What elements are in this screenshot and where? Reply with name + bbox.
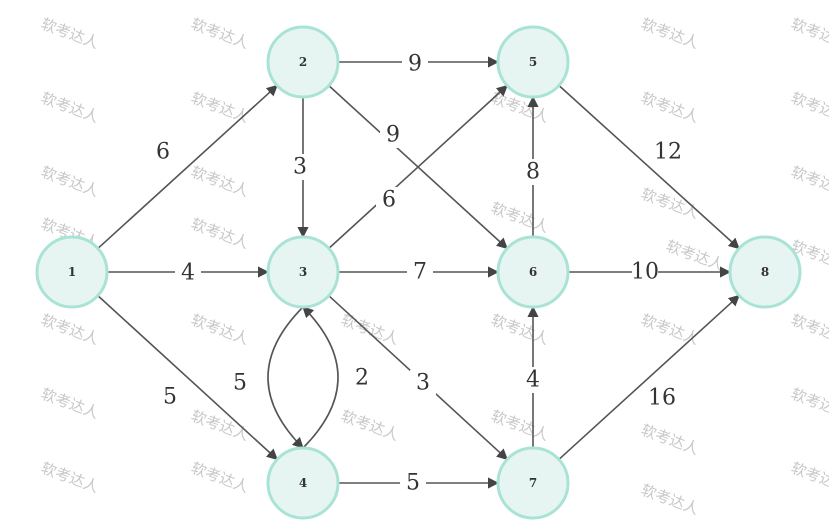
watermark-text: 软考达人 (789, 459, 829, 496)
watermark-text: 软考达人 (189, 89, 252, 126)
weight-background (380, 122, 406, 148)
weight-background (402, 51, 428, 77)
weight-background (157, 384, 183, 410)
watermark-text: 软考达人 (189, 15, 252, 52)
watermark-text: 软考达人 (189, 459, 252, 496)
node-circle (266, 25, 340, 99)
edge-7-8 (558, 294, 740, 461)
watermark-text: 软考达人 (339, 311, 402, 348)
node-6: 6 (496, 235, 570, 309)
edge-1-4 (97, 295, 278, 461)
node-label: 5 (529, 55, 537, 69)
edge-weight-2-3: 3 (293, 155, 307, 180)
edge-weight-1-4: 5 (163, 385, 177, 410)
edge-weight-3-6: 7 (413, 260, 427, 285)
weight-background (175, 260, 201, 286)
edge-weight-1-2: 6 (156, 140, 170, 165)
edge-weight-5-8: 12 (654, 140, 682, 165)
node-circle (266, 235, 340, 309)
watermark-text: 软考达人 (189, 215, 252, 252)
watermark-text: 软考达人 (639, 185, 702, 222)
node-label: 4 (299, 476, 307, 490)
edge-weight-2-6: 9 (386, 123, 400, 148)
edge-weight-2-5: 9 (408, 52, 422, 77)
weight-background (632, 259, 658, 285)
weight-background (287, 154, 313, 180)
weight-background (227, 370, 253, 396)
weight-background (410, 370, 436, 396)
watermark-text: 软考达人 (639, 15, 702, 52)
node-circle (496, 235, 570, 309)
node-7: 7 (496, 446, 570, 520)
weight-background (150, 139, 176, 165)
node-circle (266, 446, 340, 520)
node-label: 8 (761, 265, 769, 279)
watermark-text: 软考达人 (789, 311, 829, 348)
edge-5-8 (558, 84, 740, 250)
watermark-text: 软考达人 (789, 385, 829, 422)
watermark-layer: 软考达人软考达人软考达人软考达人软考达人软考达人软考达人软考达人软考达人软考达人… (39, 15, 829, 518)
weight-background (655, 139, 681, 165)
node-5: 5 (496, 25, 570, 99)
edge-weight-7-6: 4 (526, 368, 540, 393)
edge-3-4 (267, 306, 304, 449)
node-label: 7 (529, 476, 537, 490)
edge-weight-7-8: 16 (648, 386, 676, 411)
edge-4-3 (302, 306, 339, 449)
edge-weights: 6 4 5 9 3 9 6 7 3 5 2 5 8 10 4 12 16 (150, 51, 682, 496)
watermark-text: 软考达人 (639, 311, 702, 348)
edge-weight-6-5: 8 (526, 160, 540, 185)
weight-background (400, 470, 426, 496)
watermark-text: 软考达人 (39, 311, 102, 348)
watermark-text: 软考达人 (39, 163, 102, 200)
weight-background (649, 385, 675, 411)
watermark-text: 软考达人 (489, 311, 552, 348)
watermark-text: 软考达人 (639, 481, 702, 518)
watermark-text: 软考达人 (39, 459, 102, 496)
weight-background (520, 367, 546, 393)
watermark-text: 软考达人 (639, 89, 702, 126)
watermark-text: 软考达人 (789, 163, 829, 200)
watermark-text: 软考达人 (39, 385, 102, 422)
node-label: 6 (529, 265, 537, 279)
watermark-text: 软考达人 (639, 421, 702, 458)
watermark-text: 软考达人 (339, 407, 402, 444)
node-2: 2 (266, 25, 340, 99)
watermark-text: 软考达人 (189, 163, 252, 200)
weight-background (376, 187, 402, 213)
weight-background (349, 365, 375, 391)
node-circle (728, 235, 802, 309)
node-circle (35, 235, 109, 309)
edge-1-2 (97, 84, 278, 250)
node-3: 3 (266, 235, 340, 309)
node-4: 4 (266, 446, 340, 520)
node-label: 3 (299, 265, 307, 279)
node-1: 1 (35, 235, 109, 309)
node-label: 1 (68, 265, 76, 279)
weight-background (407, 259, 433, 285)
watermark-text: 软考达人 (489, 199, 552, 236)
watermark-text: 软考达人 (664, 237, 727, 274)
watermark-text: 软考达人 (39, 15, 102, 52)
watermark-text: 软考达人 (789, 89, 829, 126)
edge-weight-6-8: 10 (631, 260, 659, 285)
watermark-text: 软考达人 (189, 311, 252, 348)
edge-weight-4-3: 2 (355, 366, 369, 391)
node-label: 2 (299, 55, 307, 69)
edge-weight-3-7: 3 (416, 371, 430, 396)
weight-background (520, 159, 546, 185)
edge-weight-3-4: 5 (233, 371, 247, 396)
watermark-text: 软考达人 (39, 89, 102, 126)
watermark-text: 软考达人 (789, 15, 829, 52)
node-circle (496, 25, 570, 99)
edge-weight-3-5: 6 (382, 188, 396, 213)
watermark-text: 软考达人 (489, 407, 552, 444)
node-circle (496, 446, 570, 520)
edge-weight-4-7: 5 (406, 471, 420, 496)
edge-weight-1-3: 4 (181, 261, 195, 286)
node-8: 8 (728, 235, 802, 309)
watermark-text: 软考达人 (189, 407, 252, 444)
edge-3-5 (328, 84, 508, 249)
